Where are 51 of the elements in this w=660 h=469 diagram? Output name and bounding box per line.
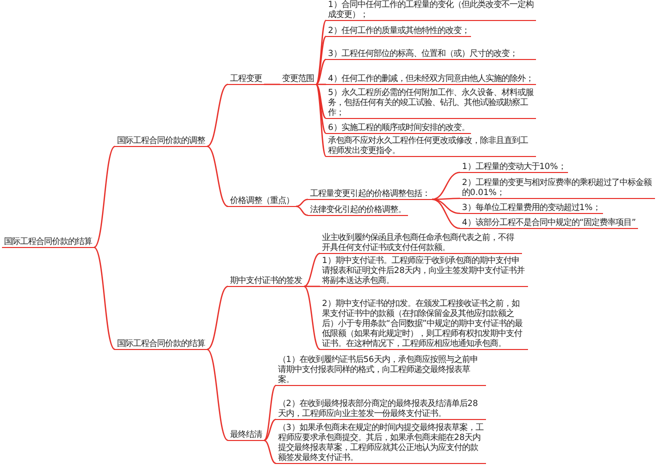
branch-line	[316, 84, 326, 157]
branch-line	[264, 418, 276, 442]
branch-line	[206, 84, 228, 147]
branch-line	[316, 36, 326, 85]
topic-label: 最终结清	[228, 429, 264, 441]
branch-line	[264, 440, 276, 464]
branch-line	[304, 252, 320, 288]
branch-line	[94, 246, 116, 350]
topic-label: 工程变更	[228, 73, 264, 85]
branch-line	[316, 20, 326, 85]
branch-line	[304, 286, 320, 288]
note-text: （3）如果承包商未在规定的时间内提交最终报表草案，工程师应要求承包商提交。其后，如果承包商未能在28天内提交最终报表草案，工程师应就其公正地认为应支付的款额签发最终支付证书。	[276, 422, 486, 464]
topic-label: 国际工程合同价款的结算	[115, 338, 207, 350]
topic-label: 工程量变更引起的价格调整包括：	[308, 188, 432, 200]
topic-label: 变更范围	[280, 73, 316, 85]
note-text: （1）在收到履约证书后56天内，承包商应按照与之前申请期中支付报表同样的格式，向工程师递交最终报表草案。	[276, 354, 486, 386]
note-text: 2）工程量的变更与相对应费率的乘积超过了中标金额的0.01%；	[460, 177, 655, 199]
branch-line	[316, 84, 326, 134]
branch-line	[432, 198, 460, 230]
branch-line	[304, 286, 320, 350]
topic-label: 期中支付证书的签发	[228, 275, 304, 287]
branch-line	[316, 58, 326, 85]
topic-label: 2）任何工作的质量或其他特性的改变；	[326, 25, 472, 37]
branch-line	[316, 84, 326, 86]
branch-line	[316, 84, 326, 119]
note-text: 5）永久工程所必需的任何附加工作、永久设备、材料或服务，包括任何有关的竣工试验、钻孔、其他试验或勘察工作；	[326, 87, 536, 119]
note-text: 2）期中支付证书的扣发。在颁发工程接收证书之前，如果支付证书中的款额（在扣除保留金及其他应扣款额之后）小于专用条款“合同数据”中规定的期中支付证书的最低限额（如果有此规定时），则工程师有权扣发期中支付证书。在这种情况下，工程师应相应地通知承包商。	[320, 298, 528, 350]
branch-line	[432, 198, 460, 200]
note-text: 1）期中支付证书。工程师应于收到承包商的期中支付申请报表和证明文件后28天内，向业主签发期中支付证书并将副本送达承包商。	[320, 255, 528, 287]
branch-line	[206, 146, 228, 207]
topic-label: 3）每单位工程量费用的变动超过1%；	[460, 202, 603, 214]
topic-label: 国际工程合同价款的调整	[115, 135, 207, 147]
note-text: 4）任何工作的删减，但未经双方同意由他人实施的除外；	[326, 73, 536, 85]
topic-label: 4）该部分工程不是合同中规定的“固定费率项目”	[460, 217, 638, 229]
branch-line	[206, 286, 228, 350]
note-text: 业主收到履约保函且承包商任命承包商代表之前，不得开具任何支付证书或支付任何款额。	[320, 232, 522, 254]
branch-line	[206, 348, 228, 441]
note-text: 承包商不应对永久工程作任何更改或修改，除非且直到工程师发出变更指令。	[326, 135, 536, 157]
topic-label: 价格调整（重点）	[228, 195, 296, 207]
topic-label: 国际工程合同价款的结算	[2, 236, 94, 248]
branch-line	[94, 146, 116, 248]
branch-line	[264, 84, 280, 86]
topic-label: 1）工程量的变动大于10%；	[460, 161, 568, 173]
note-text: 1）合同中任何工作的工程量的变化（但此类改变不一定构成变更）；	[326, 0, 536, 21]
topic-label: 法律变化引起的价格调整。	[308, 204, 408, 216]
note-text: 3）工程任何部位的标高、位置和（或）尺寸的改变；	[326, 48, 536, 60]
branch-line	[296, 198, 308, 208]
branch-line	[264, 384, 276, 441]
topic-label: 6）实施工程的顺序或时间安排的改变。	[326, 122, 472, 134]
branch-line	[296, 206, 308, 216]
note-text: （2）在收到最终报表部分商定的最终报表及结清单后28天内，工程师应向业主签发一份最终支付证书。	[276, 398, 486, 420]
